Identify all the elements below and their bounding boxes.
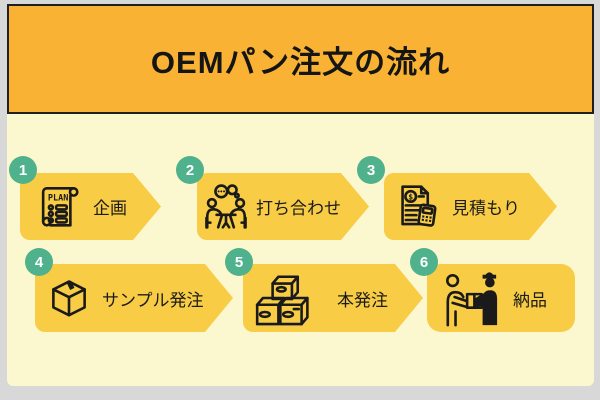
step-arrow-box: $ 見積もり	[384, 173, 557, 240]
step-label: 企画	[93, 199, 127, 218]
step-label: サンプル発注	[102, 290, 204, 310]
step-label: 見積もり	[452, 199, 520, 218]
step-number-badge: 5	[225, 248, 253, 276]
delivery-handoff-icon	[439, 272, 498, 327]
title-banner: OEMパン注文の流れ	[7, 4, 594, 114]
svg-text:PLAN: PLAN	[48, 193, 69, 203]
step-number-badge: 4	[25, 248, 53, 276]
estimate-calculator-icon: $	[392, 179, 444, 235]
step-arrow-box: サンプル発注	[35, 264, 233, 332]
step-arrow-box: 本発注	[243, 264, 423, 332]
page-title: OEMパン注文の流れ	[150, 44, 451, 80]
step-arrow-box: 打ち合わせ	[197, 173, 369, 240]
step-arrow-box: PLAN 企画	[20, 173, 161, 240]
meeting-icon	[201, 179, 251, 235]
step-number-badge: 3	[357, 156, 385, 184]
step-rounded-box: 納品	[427, 264, 575, 332]
step-number-badge: 2	[176, 156, 204, 184]
plan-scroll-icon: PLAN	[33, 179, 85, 235]
step-number-badge: 1	[9, 156, 37, 184]
step-label: 納品	[513, 290, 547, 310]
svg-text:$: $	[408, 191, 413, 201]
step-label: 本発注	[337, 290, 388, 310]
step-number-badge: 6	[410, 248, 438, 276]
single-box-icon	[44, 272, 94, 324]
stacked-boxes-icon	[251, 270, 329, 326]
step-label: 打ち合わせ	[256, 199, 341, 218]
